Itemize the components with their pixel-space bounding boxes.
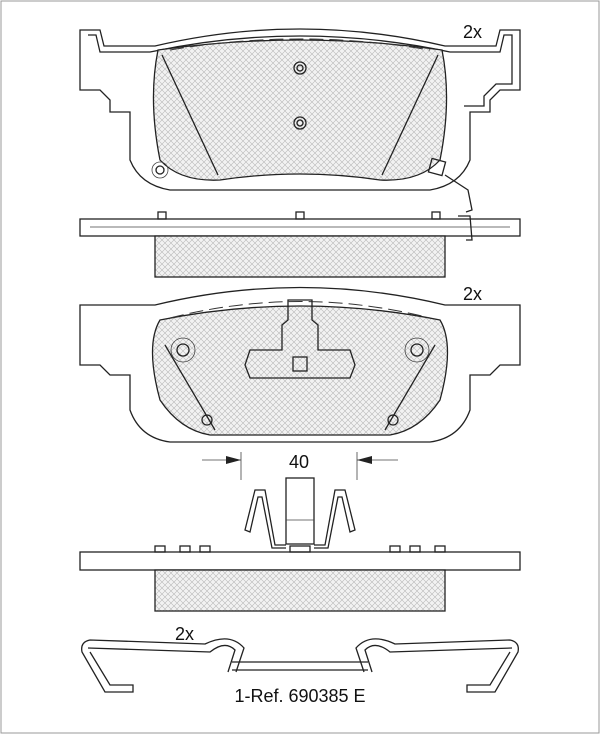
reference-label: 1-Ref. 690385 E xyxy=(234,686,365,706)
quantity-label-clip: 2x xyxy=(175,624,194,644)
wire-clip xyxy=(81,638,519,693)
spring-clip xyxy=(244,477,356,549)
pad-1-side-view xyxy=(79,211,521,278)
quantity-label-pad-1: 2x xyxy=(463,22,482,42)
pad-2-front-view xyxy=(79,286,521,443)
dimension-label: 40 xyxy=(289,452,309,472)
pad-1-front-view xyxy=(79,28,521,213)
pad-2-side-view xyxy=(79,545,521,612)
dimension-40: 40 xyxy=(202,452,398,480)
quantity-label-pad-2: 2x xyxy=(463,284,482,304)
